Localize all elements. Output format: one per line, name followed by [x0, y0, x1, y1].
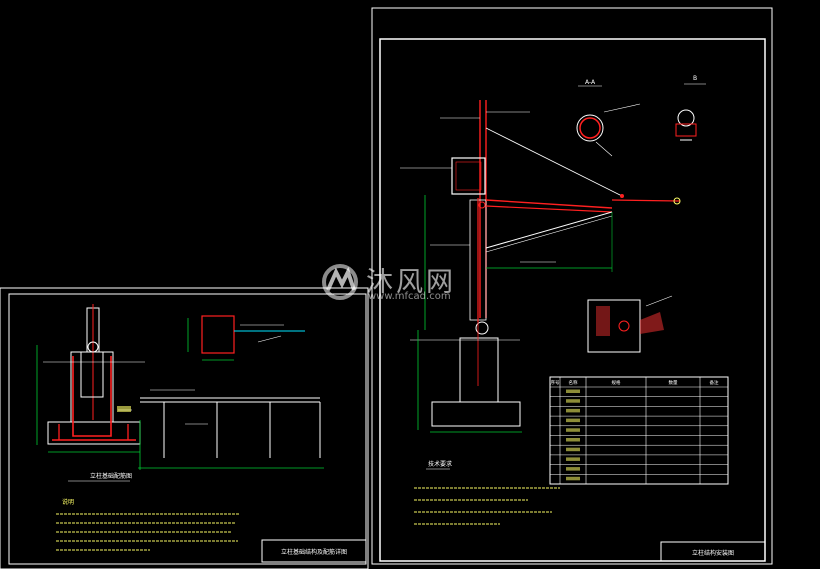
- bom-row-mark: [566, 389, 580, 393]
- arm-extension: [611, 199, 681, 202]
- watermark-text: 沐风网: [366, 267, 456, 298]
- section-square: [201, 315, 235, 354]
- base-flange: [475, 321, 489, 335]
- right-sheet-inner-border: [379, 38, 766, 562]
- brace-strut: [485, 211, 613, 249]
- mfcad-watermark: 沐风网 www.mfcad.com: [318, 258, 518, 308]
- left-title-block-frame: [261, 539, 367, 563]
- left-foundation-section: [36, 304, 145, 470]
- tie-anchor: [620, 194, 624, 198]
- base-plate-tab: [640, 312, 664, 334]
- rebar-cage: [72, 356, 112, 437]
- mast-dimensions: [400, 111, 613, 433]
- left-title-block-text: 立柱基础结构及配筋详图: [281, 548, 347, 556]
- brace-strut-2: [485, 215, 613, 253]
- cabinet-inner: [455, 161, 482, 191]
- base-plate-hole: [618, 320, 630, 332]
- arm-bottom: [485, 205, 613, 213]
- bom-header-spec: 规格: [612, 379, 621, 386]
- right-notes: 技术要求: [414, 460, 560, 525]
- left-sheet-outer-border: [0, 287, 369, 569]
- mast-elevation: [410, 100, 681, 427]
- bom-row-mark: [566, 428, 580, 432]
- left-beam-elevation: [138, 389, 324, 469]
- bom-row-mark: [566, 447, 580, 452]
- foundation-pedestal: [459, 337, 499, 403]
- left-title-block: 立柱基础结构及配筋详图: [261, 539, 367, 563]
- bom-row-mark: [566, 408, 580, 413]
- left-notes: 说明: [56, 498, 240, 551]
- right-title-block-text: 立柱结构安装图: [692, 549, 734, 557]
- right-sheet-outer-border: [371, 7, 773, 565]
- foundation-footing: [431, 401, 521, 427]
- detail-a-leader-2: [595, 141, 613, 157]
- bom-frame: [549, 376, 729, 485]
- right-sheet: A-A B 技术要求: [371, 7, 773, 565]
- left-sheet-inner-border: [8, 293, 367, 565]
- mfcad-logo-icon: [322, 264, 358, 300]
- left-sheet: 立柱基础结构及配筋详图: [0, 287, 369, 569]
- base-plate-hatch: [596, 306, 610, 336]
- base-plate-detail: [587, 295, 673, 353]
- bom-row-mark: [566, 418, 580, 423]
- detail-a: A-A: [576, 79, 641, 157]
- clamp-body: [675, 123, 697, 137]
- pipe-section-inner: [579, 117, 601, 139]
- anchor-pocket: [80, 351, 104, 398]
- arm-end-fixture: [673, 197, 681, 205]
- cabinet-box: [451, 157, 486, 195]
- rebar-label-mark: [117, 406, 131, 412]
- bom-header-qty: 数量: [669, 379, 678, 386]
- bom-row-mark: [566, 467, 580, 471]
- right-title-block: 立柱结构安装图: [660, 541, 766, 562]
- left-section-caption: 立柱基础配筋图: [90, 472, 132, 480]
- right-notes-title: 技术要求: [428, 460, 452, 468]
- bom-header-no: 序号: [551, 379, 560, 386]
- detail-b: B: [675, 75, 706, 141]
- detail-a-label: A-A: [585, 79, 596, 86]
- bom-row-mark: [566, 476, 580, 481]
- pipe-section-outer: [576, 114, 604, 142]
- watermark-url: www.mfcad.com: [368, 291, 451, 302]
- bom-rows: [550, 386, 728, 481]
- bom-row-mark: [566, 457, 580, 461]
- detail-b-label: B: [693, 75, 697, 82]
- arm-joint-marker: [478, 201, 486, 209]
- section-leader-2: [257, 335, 282, 343]
- tie-cable: [485, 127, 623, 197]
- bom-header-note: 备注: [710, 379, 719, 386]
- bom-row-mark: [566, 438, 580, 442]
- bom-header-name: 名称: [569, 379, 578, 386]
- pedestal: [70, 351, 114, 423]
- bom-table: 序号 名称 规格 数量 备注: [549, 376, 729, 485]
- base-plate-leader: [645, 295, 673, 307]
- left-cross-section: [187, 315, 305, 361]
- arm-top: [485, 199, 613, 209]
- left-notes-title: 说明: [62, 498, 74, 506]
- detail-a-leader: [603, 103, 641, 113]
- clamp-ring: [677, 109, 695, 127]
- right-title-block-frame: [660, 541, 766, 562]
- base-plate: [587, 299, 641, 353]
- bom-row-mark: [566, 399, 580, 403]
